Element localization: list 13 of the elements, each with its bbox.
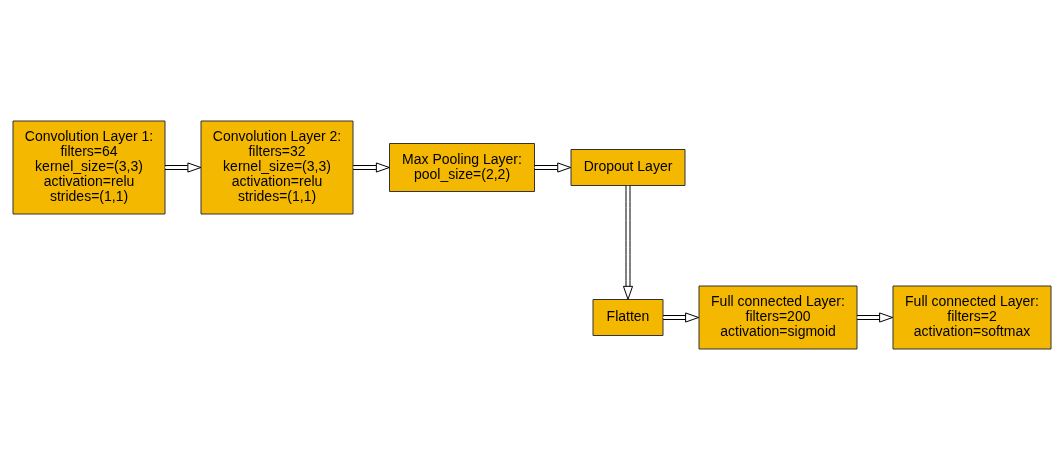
arrow <box>856 312 894 323</box>
node-box: Convolution Layer 1: filters=64 kernel_size=(3,3) activation=relu strides=(1,1) <box>12 120 166 215</box>
node-box: Max Pooling Layer: pool_size=(2,2) <box>389 143 535 192</box>
arrow <box>622 185 634 300</box>
arrow <box>352 162 390 173</box>
node-box: Dropout Layer <box>570 149 686 186</box>
node-box: Convolution Layer 2: filters=32 kernel_size=(3,3) activation=relu strides=(1,1) <box>200 120 354 215</box>
arrow <box>534 162 572 173</box>
node-box: Full connected Layer: filters=2 activation=softmax <box>892 285 1052 350</box>
node-box: Flatten <box>592 299 664 336</box>
node-box: Full connected Layer: filters=200 activation=sigmoid <box>698 285 858 350</box>
arrow <box>164 162 202 173</box>
arrow <box>662 312 700 323</box>
